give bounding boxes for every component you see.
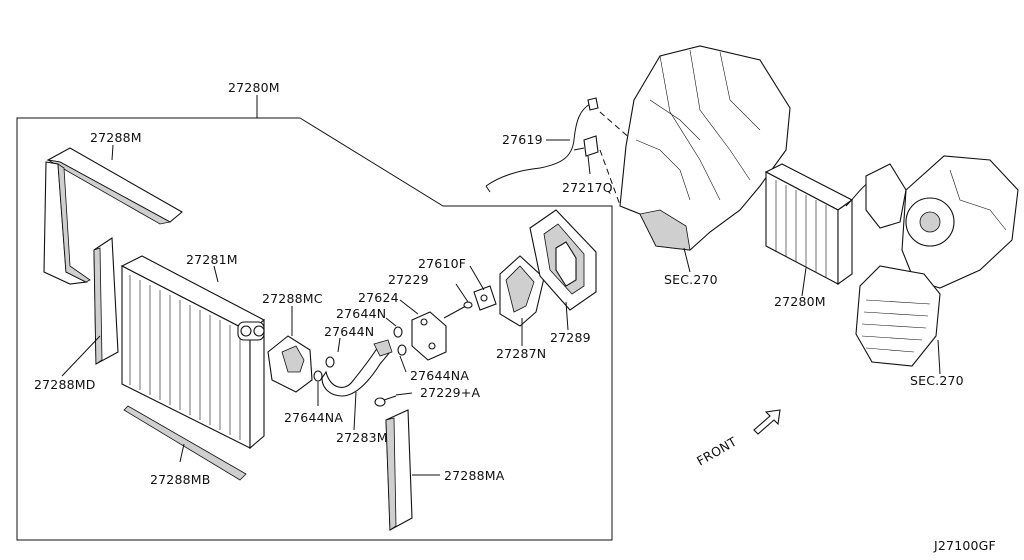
leader-27624 bbox=[399, 299, 419, 315]
label-27288MB: 27288MB bbox=[150, 472, 211, 487]
label-27610F: 27610F bbox=[418, 256, 466, 271]
leader-27610F bbox=[469, 265, 485, 291]
label-27644NA-right: 27644NA bbox=[410, 368, 469, 383]
bolt-27229 bbox=[443, 301, 473, 319]
pipe-27283M bbox=[321, 339, 393, 397]
dash-harness-top bbox=[599, 111, 633, 141]
o-rings-27644N bbox=[313, 326, 407, 382]
label-27288MA: 27288MA bbox=[444, 468, 505, 483]
leader-27644N-a bbox=[337, 337, 341, 353]
leader-27280M-right bbox=[801, 267, 807, 297]
label-27288MC: 27288MC bbox=[262, 291, 323, 306]
label-27644NA-left: 27644NA bbox=[284, 410, 343, 425]
assembly-frame bbox=[16, 117, 613, 541]
leader-27283M bbox=[353, 391, 357, 431]
leader-27644NA-right bbox=[399, 355, 407, 373]
leader-sec270-right bbox=[937, 339, 941, 375]
seal-27288MC bbox=[267, 335, 313, 393]
seal-27288MB bbox=[123, 405, 247, 481]
label-27283M: 27283M bbox=[336, 430, 388, 445]
label-sec270-top: SEC.270 bbox=[664, 272, 718, 287]
leader-27217Q bbox=[587, 155, 591, 175]
label-27644N-a: 27644N bbox=[324, 324, 374, 339]
leader-27644N-b bbox=[385, 317, 397, 327]
evaporator-27280M-right bbox=[764, 163, 873, 286]
seal-27289 bbox=[529, 209, 597, 311]
seal-27288MD bbox=[93, 237, 119, 365]
label-27619: 27619 bbox=[502, 132, 543, 147]
valve-27624 bbox=[411, 311, 447, 361]
leader-sec270-top bbox=[683, 247, 691, 273]
label-27289: 27289 bbox=[550, 330, 591, 345]
label-27280M-right: 27280M bbox=[774, 294, 826, 309]
label-27217Q: 27217Q bbox=[562, 180, 613, 195]
leader-27288MD bbox=[61, 335, 101, 377]
label-27288MD: 27288MD bbox=[34, 377, 96, 392]
front-arrow bbox=[753, 409, 781, 435]
dash-harness-bottom bbox=[599, 149, 621, 206]
evaporator-core-27281M bbox=[120, 255, 265, 450]
label-27281M: 27281M bbox=[186, 252, 238, 267]
leader-27288MB bbox=[179, 443, 185, 463]
housing-sec270-right bbox=[855, 155, 1019, 367]
leader-27288M bbox=[111, 144, 114, 161]
housing-sec270-top bbox=[619, 45, 791, 251]
label-27624: 27624 bbox=[358, 290, 399, 305]
label-27644N-b: 27644N bbox=[336, 306, 386, 321]
leader-27229 bbox=[455, 283, 469, 303]
diagram-id: J27100GF bbox=[933, 538, 996, 553]
label-sec270-right: SEC.270 bbox=[910, 373, 964, 388]
sensor-harness-27619 bbox=[485, 97, 599, 193]
bolt-27229A bbox=[374, 395, 397, 407]
label-27229A: 27229+A bbox=[420, 385, 480, 400]
cover-27287N bbox=[499, 255, 545, 327]
label-27280M: 27280M bbox=[228, 80, 280, 95]
leader-27229A bbox=[395, 392, 413, 396]
label-27287N: 27287N bbox=[496, 346, 546, 361]
seal-27288MA bbox=[385, 409, 413, 531]
seal-27288M bbox=[43, 147, 183, 285]
leader-27289 bbox=[565, 301, 569, 331]
label-27288M: 27288M bbox=[90, 130, 142, 145]
front-label: FRONT bbox=[694, 434, 739, 469]
leader-27281M bbox=[213, 265, 219, 283]
clip-27610F bbox=[473, 285, 497, 311]
label-27229: 27229 bbox=[388, 272, 429, 287]
